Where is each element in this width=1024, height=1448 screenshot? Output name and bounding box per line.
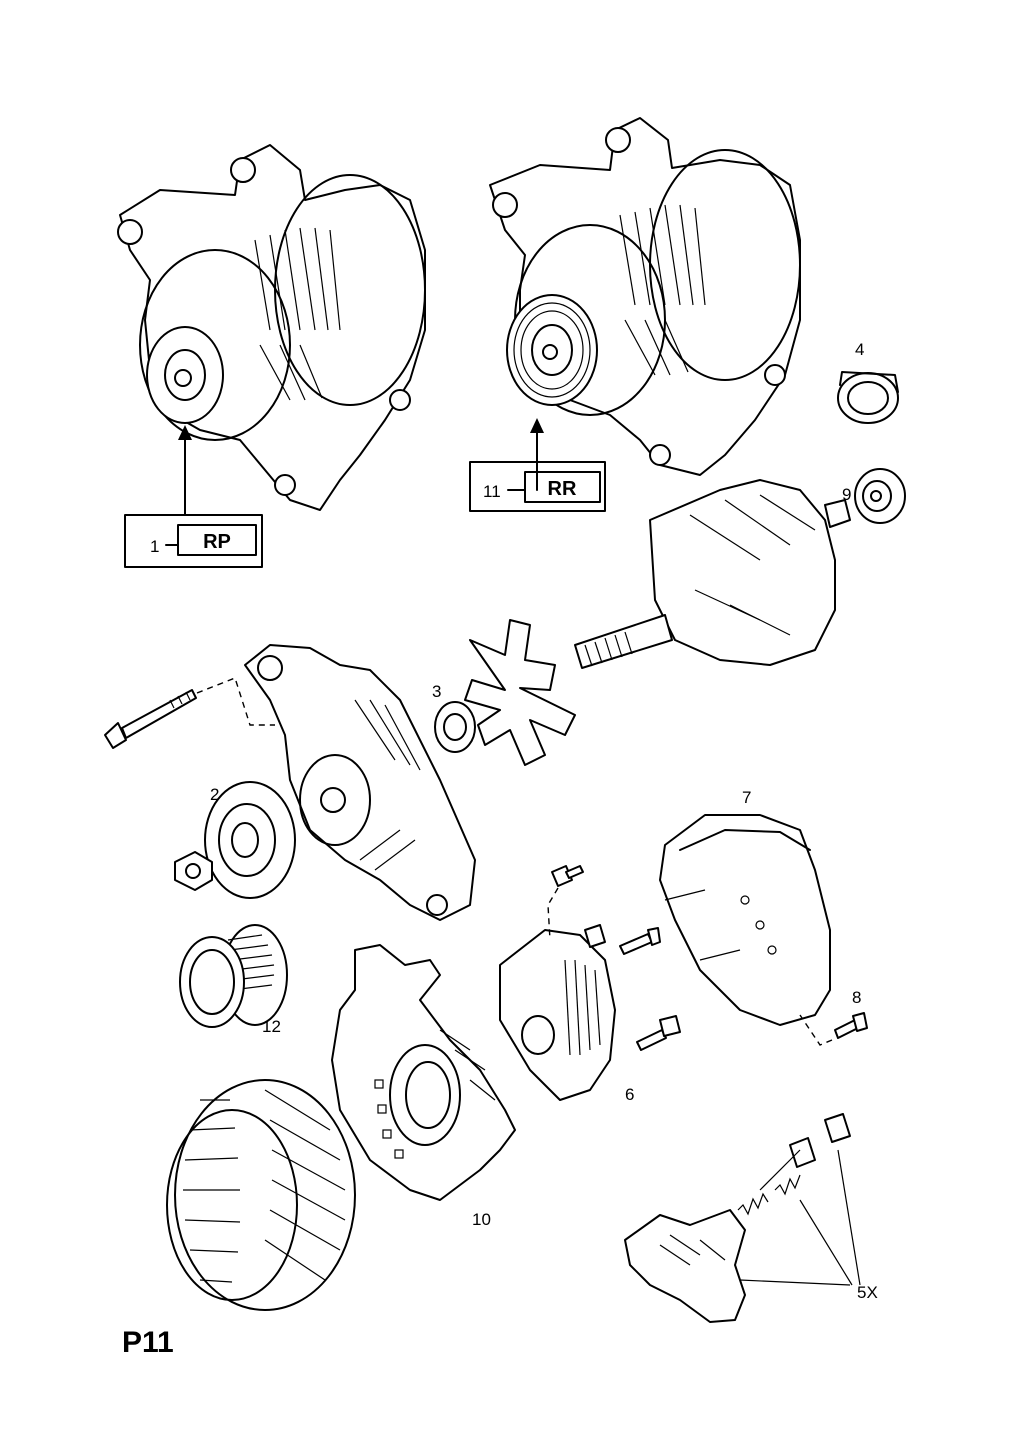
through-bolt (104, 677, 275, 749)
callout-code-rr: RR (548, 478, 577, 500)
part-8-screw: 8 (799, 988, 868, 1046)
label-5x: 5X (857, 1283, 878, 1302)
screw-icon (547, 865, 584, 941)
label-7: 7 (742, 788, 751, 807)
screw-icon (619, 927, 661, 955)
callout-box-rr: 11 RR (469, 461, 606, 512)
part-9-bearing: 9 (842, 468, 906, 524)
part-5x-brush-kit: 5X (624, 1113, 878, 1323)
callout-box-rp: 1 RP (124, 514, 263, 568)
page-code: P11 (122, 1326, 174, 1359)
part-6-regulator: 6 (499, 929, 634, 1104)
part-4-ring: 4 (837, 340, 899, 424)
screw-icon (636, 1015, 681, 1051)
label-10: 10 (472, 1210, 491, 1229)
label-4: 4 (855, 340, 864, 359)
callout-code-rp: RP (203, 531, 231, 553)
part-10-rear-frame: 10 (331, 944, 516, 1229)
pulley-icon (146, 326, 224, 424)
alternator-assembly-1 (117, 144, 426, 516)
part-7-cover: 7 (659, 788, 831, 1026)
alternator-assembly-11 (489, 117, 801, 491)
callout-number-11: 11 (483, 482, 501, 501)
front-bracket (244, 644, 476, 921)
label-8: 8 (852, 988, 861, 1007)
part-12-ribbed-pulley: 12 (179, 924, 288, 1036)
label-12: 12 (262, 1017, 281, 1036)
ribbed-pulley-icon (506, 294, 598, 406)
fan-blade (464, 619, 576, 766)
stator (166, 1079, 356, 1311)
screw-icon (584, 924, 606, 948)
label-3: 3 (432, 682, 441, 701)
rotor-assembly (574, 479, 851, 669)
nut-icon (174, 851, 213, 891)
label-6: 6 (625, 1085, 634, 1104)
label-2: 2 (210, 785, 219, 804)
part-3-bearing: 3 (432, 682, 476, 753)
label-9: 9 (842, 485, 851, 504)
callout-number-1: 1 (150, 537, 159, 556)
part-2-pulley: 2 (204, 781, 296, 899)
